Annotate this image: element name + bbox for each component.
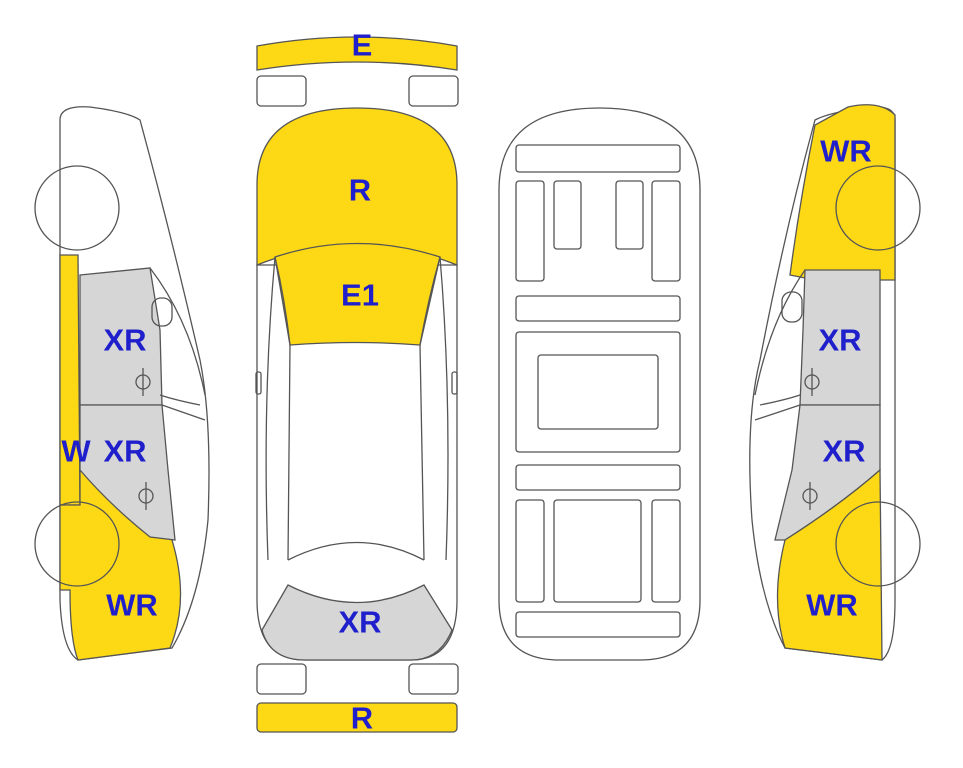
- front-left-seat: [553, 180, 582, 250]
- dashboard-rect: [515, 144, 681, 173]
- left-side-view: [34, 106, 210, 661]
- left-pillar-line: [265, 256, 291, 561]
- label-right-rear-door: XR: [822, 434, 865, 469]
- front-left-wheel: [256, 75, 307, 107]
- right-rear-fender-panel[interactable]: [776, 468, 883, 661]
- rear-window-panel[interactable]: [261, 584, 453, 661]
- right-pillar-line: [419, 256, 449, 561]
- cargo-area-outer: [515, 331, 681, 453]
- front-right-seat: [615, 180, 644, 250]
- left-rear-wheel: [34, 501, 120, 587]
- label-windshield: E1: [341, 278, 379, 313]
- right-side-view: [749, 104, 921, 661]
- left-body-outline: [59, 106, 210, 661]
- left-front-wheel: [34, 165, 120, 251]
- label-right-front-door: XR: [818, 323, 861, 358]
- left-mirror-side: [151, 297, 173, 327]
- label-front-bumper: E: [352, 28, 373, 63]
- right-mirror: [451, 371, 458, 395]
- roof-outline: [287, 344, 425, 561]
- interior-body-outline: [498, 107, 701, 661]
- label-left-rear-fender: WR: [106, 588, 158, 623]
- label-left-front-door: XR: [103, 323, 146, 358]
- left-front-door-panel[interactable]: [79, 267, 163, 406]
- rear-right-area: [651, 499, 681, 603]
- label-rear-bumper: R: [351, 701, 373, 736]
- right-mirror-side: [781, 291, 803, 323]
- label-left-rocker: W: [61, 434, 91, 469]
- label-left-rear-door: XR: [103, 434, 146, 469]
- front-right-wheel: [408, 75, 459, 107]
- front-right-seat-area: [651, 180, 681, 282]
- right-rear-wheel: [835, 501, 921, 587]
- label-hood: R: [349, 173, 371, 208]
- left-window-line: [149, 267, 206, 421]
- interior-view: [498, 107, 701, 661]
- right-window-line: [754, 269, 806, 421]
- label-right-front-fender: WR: [820, 134, 872, 169]
- rear-bar: [515, 464, 681, 491]
- tail-bar: [515, 611, 681, 638]
- right-front-fender-panel[interactable]: [789, 104, 896, 281]
- label-right-rear-fender: WR: [806, 588, 858, 623]
- label-rear-window: XR: [338, 605, 381, 640]
- rear-right-wheel: [408, 663, 459, 695]
- rear-left-area: [515, 499, 545, 603]
- right-front-wheel: [835, 165, 921, 251]
- left-rear-door-panel[interactable]: [79, 404, 176, 541]
- left-mirror: [255, 371, 262, 395]
- cargo-area-inner: [537, 354, 659, 430]
- top-view: [255, 36, 459, 733]
- front-left-seat-area: [515, 180, 545, 282]
- front-bumper-panel[interactable]: [256, 36, 458, 71]
- middle-bar: [515, 295, 681, 322]
- rear-left-wheel: [256, 663, 307, 695]
- rear-center-area: [553, 499, 642, 603]
- labels: E R E1 XR R XR XR W WR WR XR XR WR: [61, 28, 871, 736]
- rear-bumper-panel[interactable]: [256, 702, 458, 733]
- trunk-line: [287, 541, 425, 561]
